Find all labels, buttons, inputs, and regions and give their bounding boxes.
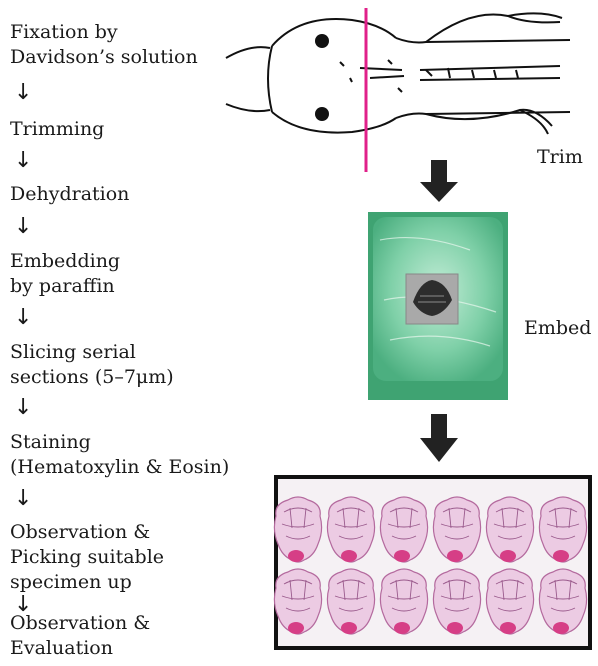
paraffin-block-photo	[368, 212, 508, 400]
down-arrow-icon	[420, 414, 458, 462]
stained-slide-photo	[274, 475, 592, 650]
down-arrow-icon	[420, 160, 458, 202]
larva-eye	[315, 107, 329, 121]
larva-eye	[315, 34, 329, 48]
embed-label: Embed	[524, 317, 591, 339]
larva-drawing	[226, 13, 570, 134]
trim-label: Trim	[537, 146, 583, 168]
